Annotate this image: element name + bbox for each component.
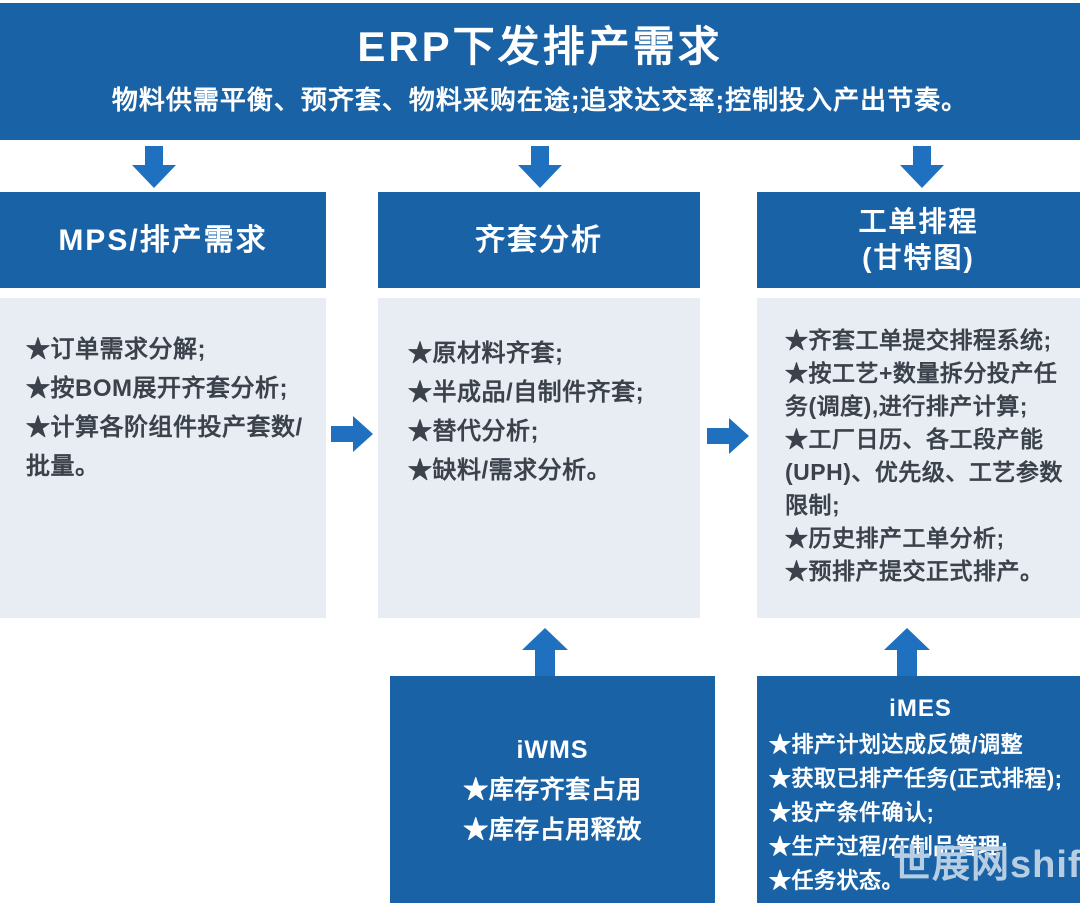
list-item: ★库存占用释放: [463, 816, 642, 844]
iwms-box: iWMS ★库存齐套占用 ★库存占用释放: [390, 676, 715, 903]
banner: ERP下发排产需求 物料供需平衡、预齐套、物料采购在途;追求达交率;控制投入产出…: [0, 3, 1080, 140]
list-item: ★原材料齐套;: [408, 340, 564, 367]
imes-title: iMES: [889, 695, 952, 722]
list-item: ★投产条件确认;: [769, 800, 935, 825]
down-arrow-icon: [516, 146, 564, 188]
list-item: ★半成品/自制件齐套;: [408, 379, 645, 406]
list-item: ★获取已排产任务(正式排程);: [769, 766, 1063, 791]
column-header-scheduling: 工单排程 (甘特图): [757, 192, 1080, 288]
list-item: ★订单需求分解;: [26, 336, 206, 363]
list-item: ★历史排产工单分析;: [785, 525, 1005, 551]
list-item: ★按BOM展开齐套分析;: [26, 375, 288, 402]
list-item: ★按工艺+数量拆分投产任务(调度),进行排产计算;: [785, 360, 1058, 419]
column-body-kitting: ★原材料齐套; ★半成品/自制件齐套; ★替代分析; ★缺料/需求分析。: [378, 298, 700, 618]
right-arrow-icon: [331, 414, 373, 454]
down-arrow-icon: [130, 146, 178, 188]
list-item: ★计算各阶组件投产套数/批量。: [26, 414, 303, 480]
column-body-scheduling: ★齐套工单提交排程系统; ★按工艺+数量拆分投产任务(调度),进行排产计算; ★…: [757, 298, 1080, 618]
up-arrow-icon: [522, 628, 568, 676]
up-arrow-icon: [884, 628, 930, 676]
list-item: ★任务状态。: [769, 868, 905, 893]
list-item: ★缺料/需求分析。: [408, 457, 612, 484]
column-header-mps: MPS/排产需求: [0, 192, 326, 288]
list-item: ★替代分析;: [408, 418, 539, 445]
list-item: ★库存齐套占用: [463, 776, 642, 804]
imes-box: iMES ★排产计划达成反馈/调整 ★获取已排产任务(正式排程); ★投产条件确…: [757, 676, 1080, 903]
list-item: ★齐套工单提交排程系统;: [785, 327, 1052, 353]
down-arrow-icon: [898, 146, 946, 188]
page-subtitle: 物料供需平衡、预齐套、物料采购在途;追求达交率;控制投入产出节奏。: [111, 85, 969, 115]
column-body-mps: ★订单需求分解; ★按BOM展开齐套分析; ★计算各阶组件投产套数/批量。: [0, 298, 326, 618]
watermark: 世展网shifair.: [893, 844, 1080, 886]
right-arrow-icon: [707, 416, 749, 456]
list-item: ★排产计划达成反馈/调整: [769, 732, 1024, 757]
page-title: ERP下发排产需求: [357, 23, 723, 70]
list-item: ★生产过程/在制品管理;: [769, 834, 1009, 859]
column-header-kitting: 齐套分析: [378, 192, 700, 288]
iwms-title: iWMS: [516, 736, 589, 764]
list-item: ★预排产提交正式排产。: [785, 558, 1044, 584]
list-item: ★工厂日历、各工段产能(UPH)、优先级、工艺参数限制;: [785, 426, 1063, 518]
